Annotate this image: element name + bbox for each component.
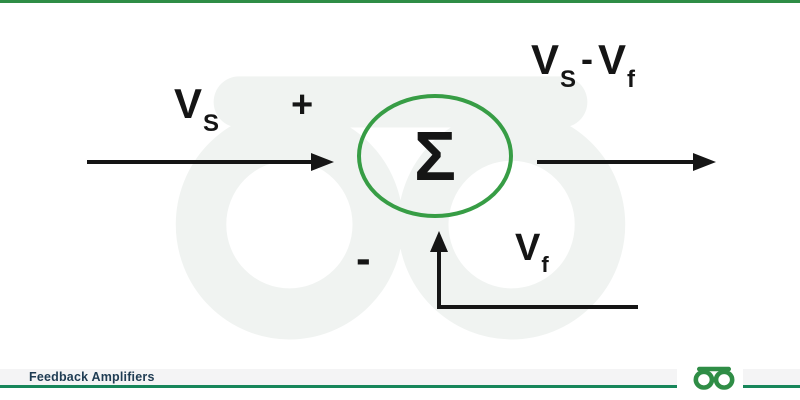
geeksforgeeks-logo-icon xyxy=(691,365,737,390)
input-signal-base: V xyxy=(174,80,203,127)
footer-title: Feedback Amplifiers xyxy=(29,370,155,384)
footer-bar xyxy=(0,369,800,385)
output-signal-subscript1: S xyxy=(560,66,577,93)
output-signal-base2: V xyxy=(598,36,627,83)
output-signal-base1: V xyxy=(531,36,560,83)
input-arrow xyxy=(87,153,334,171)
minus-sign: - xyxy=(356,234,371,283)
plus-sign: + xyxy=(291,84,314,126)
output-signal-operator: - xyxy=(581,38,594,79)
feedback-signal-base: V xyxy=(515,227,541,269)
top-brand-line xyxy=(0,0,800,3)
output-signal-label: VS-Vf xyxy=(531,36,635,92)
geeksforgeeks-watermark-logo-icon xyxy=(148,56,653,342)
input-signal-subscript: S xyxy=(203,110,220,137)
summing-junction-circle xyxy=(357,94,513,218)
output-signal-subscript2: f xyxy=(627,66,636,93)
output-arrow xyxy=(537,153,716,171)
input-signal-label: VS xyxy=(174,80,219,136)
sigma-symbol: Σ xyxy=(413,117,456,195)
footer-divider-line xyxy=(0,385,800,388)
feedback-arrow xyxy=(430,231,638,309)
feedback-signal-label: Vf xyxy=(515,227,549,276)
feedback-signal-subscript: f xyxy=(541,252,549,277)
